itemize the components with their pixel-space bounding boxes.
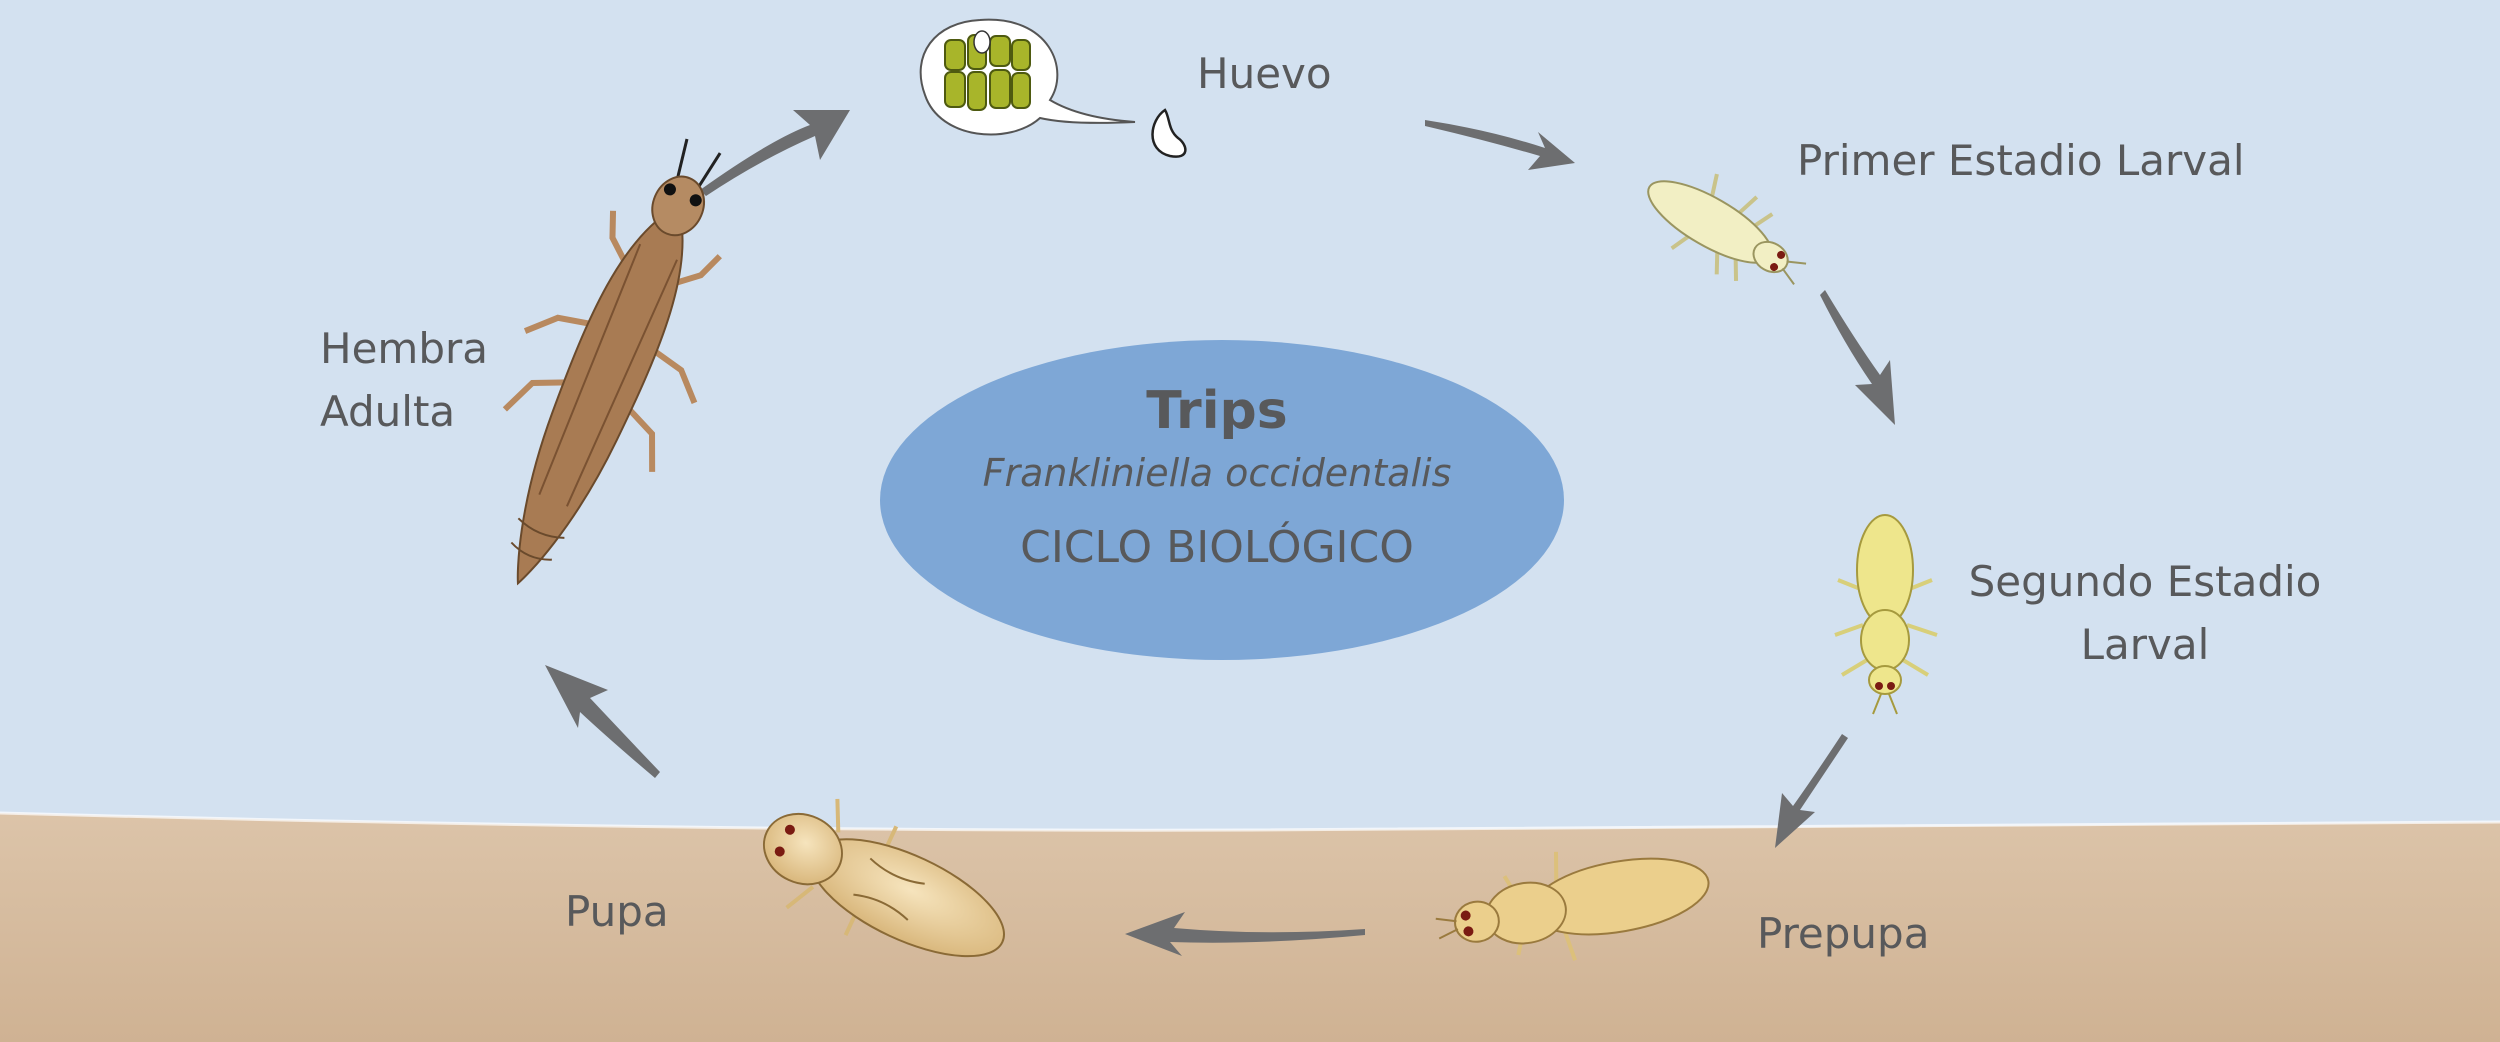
larva1-illustration <box>1647 173 1807 285</box>
label-larva1: Primer Estadio Larval <box>1797 136 2245 185</box>
label-adult-line2: Adulta <box>320 387 455 436</box>
arrow-adult-to-egg <box>700 110 850 196</box>
arrow-pupa-to-adult <box>545 665 660 778</box>
pupa-illustration <box>762 798 1005 958</box>
larva2-illustration <box>1834 514 1938 715</box>
soil-horizon-line <box>0 811 2500 832</box>
label-adult-line1: Hembra <box>320 324 488 373</box>
egg <box>1151 108 1187 158</box>
species-name: Frankliniella occidentalis <box>983 451 1452 495</box>
arrow-egg-to-larva1 <box>1425 120 1575 170</box>
label-larva2-line1: Segundo Estadio <box>1969 557 2322 606</box>
cycle-subtitle: CICLO BIOLÓGICO <box>1020 520 1414 573</box>
arrow-larva1-to-larva2 <box>1820 290 1895 425</box>
leaf-cells <box>944 34 1031 111</box>
label-pupa: Pupa <box>565 887 669 936</box>
cycle-arrows <box>545 110 1895 956</box>
center-ellipse <box>880 340 1564 660</box>
arrow-prepupa-to-pupa <box>1125 912 1365 956</box>
adult-illustration <box>502 138 722 586</box>
label-prepupa: Prepupa <box>1757 909 1929 958</box>
arrow-larva2-to-prepupa <box>1775 734 1848 848</box>
soil-ground <box>0 813 2500 1042</box>
egg-in-leaf <box>973 30 991 54</box>
label-larva2-line2: Larval <box>2081 620 2210 669</box>
prepupa-illustration <box>1435 851 1710 961</box>
title-trips: Trips <box>1146 381 1287 441</box>
label-egg: Huevo <box>1197 49 1332 98</box>
egg-illustration <box>919 18 1187 158</box>
